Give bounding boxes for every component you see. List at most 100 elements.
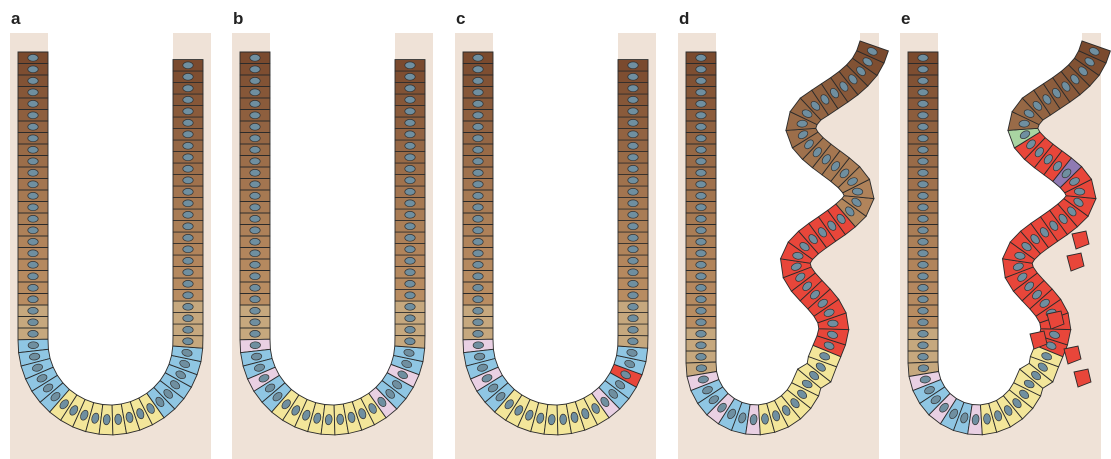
nucleus: [405, 200, 415, 207]
nucleus: [28, 204, 38, 211]
nucleus: [918, 204, 928, 211]
nucleus: [183, 292, 193, 299]
lumen: [493, 33, 618, 405]
nucleus: [250, 112, 260, 119]
nucleus: [918, 227, 928, 234]
nucleus: [696, 89, 706, 96]
panel-label: a: [11, 9, 21, 28]
nucleus: [183, 85, 193, 92]
nucleus: [628, 326, 638, 333]
nucleus: [405, 326, 415, 333]
nucleus: [696, 353, 706, 360]
nucleus: [918, 146, 928, 153]
nucleus: [405, 177, 415, 184]
nucleus: [918, 353, 928, 360]
nucleus: [918, 135, 928, 142]
nucleus: [696, 192, 706, 199]
nucleus: [183, 246, 193, 253]
nucleus: [918, 330, 928, 337]
nucleus: [405, 96, 415, 103]
nucleus: [250, 261, 260, 268]
panel-b: b: [232, 9, 433, 459]
nucleus: [473, 77, 483, 84]
nucleus: [473, 135, 483, 142]
nucleus: [628, 108, 638, 115]
nucleus: [28, 330, 38, 337]
nucleus: [918, 54, 928, 61]
nucleus: [628, 246, 638, 253]
nucleus: [628, 211, 638, 218]
nucleus: [628, 269, 638, 276]
nucleus: [183, 200, 193, 207]
nucleus: [696, 250, 706, 257]
nucleus: [183, 188, 193, 195]
nucleus: [28, 238, 38, 245]
nucleus: [405, 108, 415, 115]
nucleus: [696, 66, 706, 73]
nucleus: [628, 177, 638, 184]
nucleus: [405, 223, 415, 230]
nucleus: [250, 215, 260, 222]
nucleus: [918, 319, 928, 326]
nucleus: [473, 100, 483, 107]
nucleus: [828, 320, 839, 327]
nucleus: [250, 192, 260, 199]
nucleus: [918, 273, 928, 280]
nucleus: [405, 73, 415, 80]
nucleus: [696, 261, 706, 268]
nucleus: [183, 223, 193, 230]
nucleus: [628, 142, 638, 149]
nucleus: [183, 234, 193, 241]
nucleus: [628, 188, 638, 195]
nucleus: [28, 123, 38, 130]
nucleus: [28, 296, 38, 303]
nucleus: [250, 135, 260, 142]
nucleus: [628, 131, 638, 138]
nucleus: [696, 54, 706, 61]
nucleus: [28, 66, 38, 73]
nucleus: [250, 342, 261, 349]
nucleus: [473, 66, 483, 73]
nucleus: [473, 204, 483, 211]
nucleus: [473, 273, 483, 280]
nucleus: [28, 261, 38, 268]
panel-label: c: [456, 9, 465, 28]
nucleus: [628, 303, 638, 310]
nucleus: [696, 273, 706, 280]
nucleus: [250, 227, 260, 234]
nucleus: [250, 181, 260, 188]
nucleus: [183, 326, 193, 333]
nucleus: [250, 66, 260, 73]
lumen: [270, 33, 395, 405]
nucleus: [183, 303, 193, 310]
nucleus: [628, 315, 638, 322]
nucleus: [473, 181, 483, 188]
nucleus: [250, 146, 260, 153]
nucleus: [473, 169, 483, 176]
nucleus: [28, 169, 38, 176]
nucleus: [628, 165, 638, 172]
panel-label: b: [233, 9, 243, 28]
nucleus: [183, 142, 193, 149]
nucleus: [918, 261, 928, 268]
nucleus: [918, 238, 928, 245]
nucleus: [628, 119, 638, 126]
nucleus: [183, 280, 193, 287]
panel-label: d: [679, 9, 689, 28]
nucleus: [696, 238, 706, 245]
nucleus: [473, 54, 483, 61]
nucleus: [28, 54, 38, 61]
nucleus: [918, 123, 928, 130]
nucleus: [918, 89, 928, 96]
nucleus: [28, 77, 38, 84]
nucleus: [405, 85, 415, 92]
nucleus: [696, 77, 706, 84]
nucleus: [628, 200, 638, 207]
nucleus: [696, 365, 707, 372]
nucleus: [473, 146, 483, 153]
nucleus: [696, 181, 706, 188]
nucleus: [628, 223, 638, 230]
nucleus: [250, 54, 260, 61]
nucleus: [918, 112, 928, 119]
nucleus: [250, 319, 260, 326]
